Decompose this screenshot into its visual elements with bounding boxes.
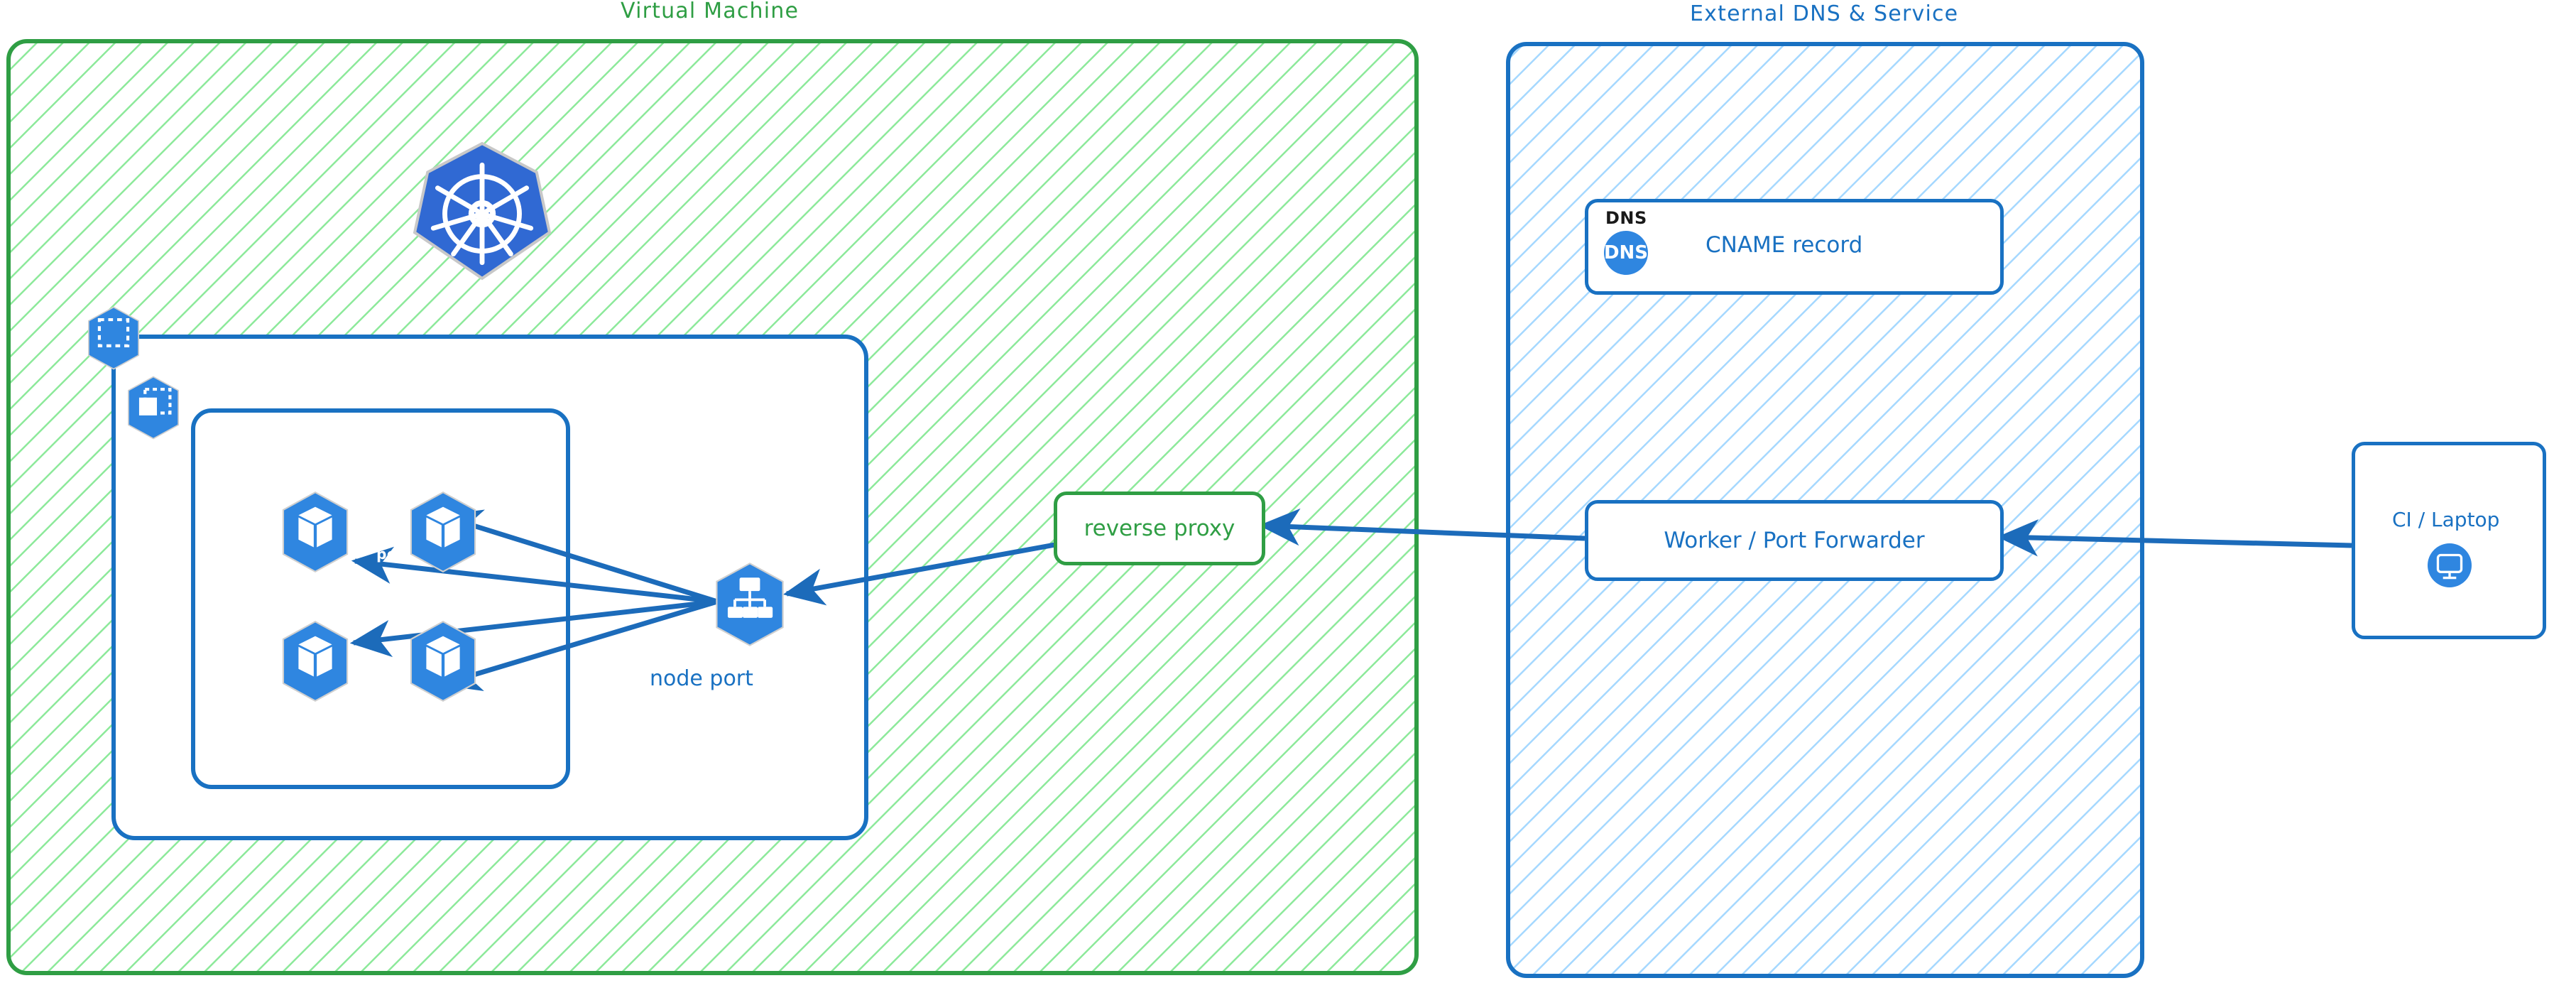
arrow-worker-to-reverse-proxy bbox=[1258, 508, 1586, 546]
k8s-service-label: svc bbox=[815, 618, 844, 635]
k8s-pod-label: pod bbox=[376, 675, 408, 692]
k8s-pod-icon: pod bbox=[405, 619, 535, 703]
arrow-svc-to-pod-1 bbox=[351, 546, 718, 604]
cname-record-label: CNAME record bbox=[1705, 232, 1863, 258]
k8s-pod-label: pod bbox=[504, 545, 535, 563]
kubernetes-logo bbox=[410, 139, 554, 283]
monitor-icon bbox=[2428, 543, 2472, 587]
k8s-namespace-icon: ns bbox=[84, 305, 182, 371]
k8s-pod-icon: pod bbox=[405, 490, 535, 574]
k8s-service-icon: svc bbox=[710, 561, 843, 648]
k8s-pod-label: pod bbox=[376, 545, 408, 563]
group-title-external-dns: External DNS & Service bbox=[1690, 1, 1959, 26]
reverse-proxy-box[interactable]: reverse proxy bbox=[1054, 492, 1265, 565]
node-port-caption: node port bbox=[650, 666, 753, 691]
k8s-namespace-label: ns bbox=[163, 351, 183, 368]
group-title-virtual-machine: Virtual Machine bbox=[621, 0, 799, 23]
dns-badge-label: DNS bbox=[1603, 242, 1649, 264]
ci-laptop-label: CI / Laptop bbox=[2392, 508, 2500, 531]
k8s-replicaset-icon: rs bbox=[124, 375, 221, 440]
arrow-svc-to-pod-3 bbox=[349, 599, 718, 658]
k8s-replicaset-label: rs bbox=[204, 420, 222, 438]
reverse-proxy-label: reverse proxy bbox=[1084, 516, 1235, 541]
arrow-svc-to-pod-2 bbox=[440, 509, 719, 604]
worker-port-forwarder-box[interactable]: Worker / Port Forwarder bbox=[1585, 500, 2004, 581]
dns-badge-icon: DNS bbox=[1604, 231, 1648, 275]
arrow-svc-to-pod-4 bbox=[439, 599, 719, 692]
k8s-pod-icon: pod bbox=[277, 619, 407, 703]
k8s-pod-icon: pod bbox=[277, 490, 407, 574]
dns-cname-box[interactable]: DNS DNS CNAME record bbox=[1585, 199, 2004, 295]
arrow-ci-laptop-to-worker bbox=[1997, 519, 2352, 557]
k8s-pod-label: pod bbox=[504, 675, 535, 692]
ci-laptop-box[interactable]: CI / Laptop bbox=[2352, 442, 2546, 639]
worker-port-forwarder-label: Worker / Port Forwarder bbox=[1664, 528, 1925, 553]
dns-section-label: DNS bbox=[1605, 208, 1647, 228]
container-replicaset bbox=[191, 408, 570, 789]
